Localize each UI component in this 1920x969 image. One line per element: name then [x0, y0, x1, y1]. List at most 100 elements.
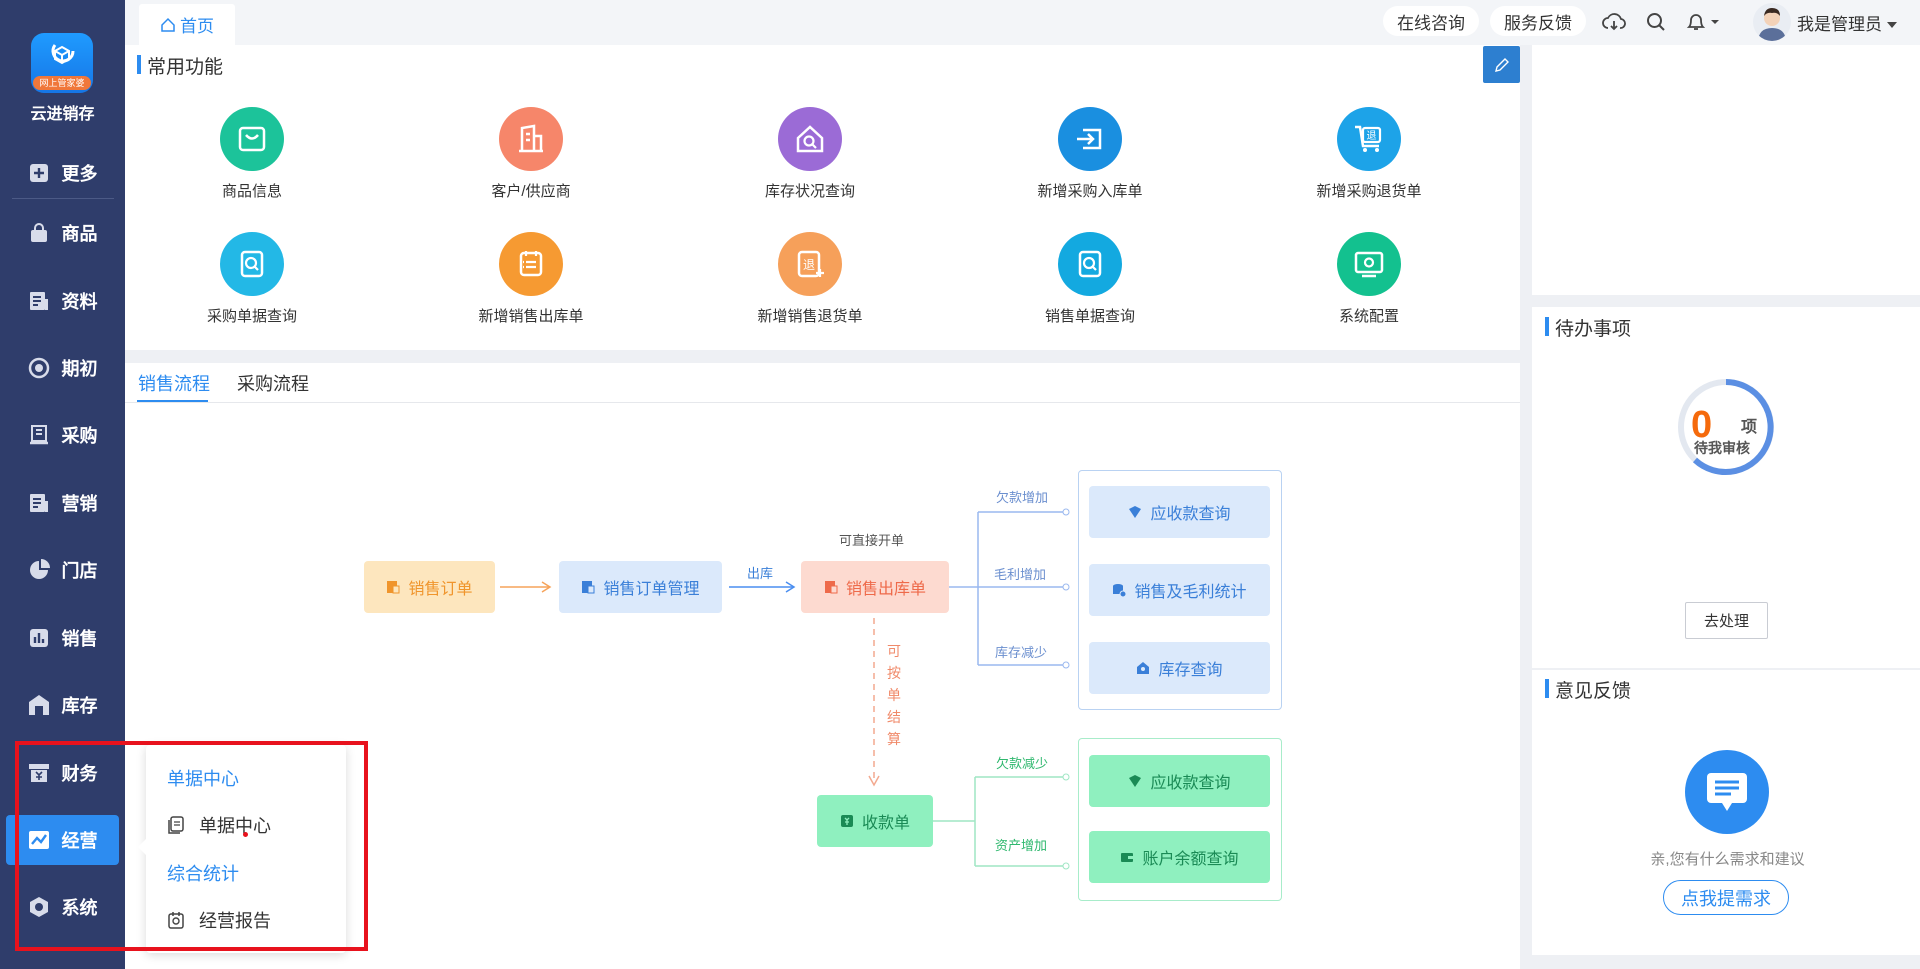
hexagon-icon: [28, 896, 50, 918]
chat-icon: [1685, 750, 1769, 834]
flow-label-debt-up: 欠款增加: [996, 490, 1049, 505]
flow-node-label: 账户余额查询: [1142, 851, 1239, 868]
trend-icon: [28, 829, 50, 851]
house-icon: [1137, 662, 1150, 674]
flow-label-debt-down: 欠款减少: [996, 756, 1049, 771]
section-title-todo: 待办事项: [1545, 314, 1631, 341]
sidebar-item-sales[interactable]: 销售: [6, 613, 119, 663]
flow-node-label: 库存查询: [1158, 662, 1223, 679]
document-icon: [28, 290, 50, 312]
logo-cube-icon: [51, 44, 75, 65]
online-consult-button[interactable]: 在线咨询: [1383, 6, 1479, 36]
sidebar-item-label: 销售: [61, 629, 98, 649]
sidebar-item-label: 系统: [61, 898, 98, 918]
sidebar-item-operation[interactable]: 经营: [6, 815, 119, 865]
home-icon: [161, 17, 175, 32]
func-item-goods-info[interactable]: 商品信息: [152, 107, 352, 201]
sidebar-item-label: 资料: [61, 292, 98, 312]
flow-node-stock-query[interactable]: 库存查询: [1089, 642, 1270, 694]
cart-return-icon: 退: [1337, 107, 1401, 171]
notification-bell-icon[interactable]: [1683, 9, 1723, 35]
receipt-icon: [840, 815, 853, 827]
flow-node-order-mgmt[interactable]: 销售订单管理: [559, 561, 722, 613]
flow-node-ar-query-2[interactable]: 应收款查询: [1089, 755, 1270, 807]
sidebar-item-inventory[interactable]: 库存: [6, 680, 119, 730]
doc-list-icon: [499, 232, 563, 296]
submit-request-button[interactable]: 点我提需求: [1663, 880, 1789, 915]
doc-icon: [582, 581, 595, 594]
flow-node-sales-profit[interactable]: 销售及毛利统计: [1089, 564, 1270, 616]
tab-home[interactable]: 首页: [139, 4, 235, 45]
plus-square-icon: [28, 162, 50, 184]
sidebar-item-data[interactable]: 资料: [6, 276, 119, 326]
sidebar-item-purchase[interactable]: 采购: [6, 410, 119, 460]
submenu-item-label: 经营报告: [199, 911, 271, 931]
func-label: 客户/供应商: [491, 183, 571, 200]
flow-node-ar-query[interactable]: 应收款查询: [1089, 486, 1270, 538]
app-logo[interactable]: 网上管家婆: [31, 33, 93, 93]
func-item-new-sales-out[interactable]: 新增销售出库单: [431, 232, 631, 326]
flow-node-balance-query[interactable]: 账户余额查询: [1089, 831, 1270, 883]
submenu-item-label: 单据中心: [199, 816, 271, 836]
func-item-new-purchase-return[interactable]: 退新增采购退货单: [1269, 107, 1469, 201]
warehouse-icon: [28, 694, 50, 716]
sidebar-item-label: 采购: [61, 426, 98, 446]
money-icon: [1129, 775, 1142, 787]
common-functions-panel: [125, 45, 1520, 350]
flow-node-label: 销售出库单: [845, 581, 926, 598]
flow-group-receipt-results: [1078, 738, 1282, 901]
sidebar-item-more[interactable]: 更多: [6, 148, 119, 198]
sidebar-item-opening[interactable]: 期初: [6, 343, 119, 393]
tab-purchase-flow[interactable]: 采购流程: [237, 374, 309, 394]
wallet-icon: [1121, 853, 1134, 862]
sidebar-item-label: 门店: [61, 561, 98, 581]
func-item-customer-supplier[interactable]: 客户/供应商: [431, 107, 631, 201]
import-icon: [1058, 107, 1122, 171]
func-item-new-sales-return[interactable]: 退新增销售退货单: [710, 232, 910, 326]
func-item-stock-status[interactable]: 库存状况查询: [710, 107, 910, 201]
tab-sales-flow[interactable]: 销售流程: [138, 374, 210, 394]
sidebar-item-finance[interactable]: 财务: [6, 748, 119, 798]
submenu-item-report[interactable]: 经营报告: [167, 907, 271, 933]
username-dropdown[interactable]: 我是管理员: [1797, 10, 1897, 35]
sidebar-item-store[interactable]: 门店: [6, 545, 119, 595]
func-item-sales-query[interactable]: 销售单据查询: [990, 232, 1190, 326]
func-item-new-purchase-in[interactable]: 新增采购入库单: [990, 107, 1190, 201]
go-process-button[interactable]: 去处理: [1685, 602, 1768, 639]
flow-node-receipt[interactable]: 收款单: [817, 795, 933, 847]
bag-icon: [28, 222, 50, 244]
sidebar-item-goods[interactable]: 商品: [6, 208, 119, 258]
svg-text:退: 退: [803, 258, 815, 272]
sidebar-item-label: 库存: [61, 696, 98, 716]
func-item-system-config[interactable]: 系统配置: [1269, 232, 1469, 326]
return-doc-icon: 退: [778, 232, 842, 296]
func-label: 采购单据查询: [206, 308, 297, 325]
search-icon[interactable]: [1643, 9, 1669, 35]
flow-node-sales-order[interactable]: 销售订单: [364, 561, 495, 613]
func-label: 系统配置: [1338, 308, 1399, 325]
username-label: 我是管理员: [1797, 15, 1882, 34]
sidebar-item-system[interactable]: 系统: [6, 882, 119, 932]
todo-subtitle: 待我审核: [1694, 440, 1750, 456]
flow-label-settle: 可按单结算: [887, 643, 901, 747]
pencil-icon: [1494, 57, 1509, 72]
sidebar-item-marketing[interactable]: 营销: [6, 478, 119, 528]
submenu-group-doc-center: 单据中心: [167, 769, 239, 789]
flow-node-outbound[interactable]: 销售出库单: [801, 561, 949, 613]
search-doc-icon: [220, 232, 284, 296]
flow-divider: [125, 402, 1520, 403]
search-doc-icon: [1058, 232, 1122, 296]
flow-label-asset-up: 资产增加: [995, 838, 1048, 853]
service-feedback-button[interactable]: 服务反馈: [1490, 6, 1586, 36]
submenu-item-doc-center[interactable]: 单据中心: [167, 812, 271, 838]
flow-label-out: 出库: [747, 566, 774, 581]
sidebar-item-label: 经营: [61, 831, 98, 851]
house-search-icon: [778, 107, 842, 171]
avatar[interactable]: [1753, 3, 1791, 41]
func-item-purchase-query[interactable]: 采购单据查询: [152, 232, 352, 326]
database-icon: [1113, 584, 1127, 597]
edit-button[interactable]: [1483, 46, 1520, 83]
sidebar-divider: [12, 198, 114, 199]
target-icon: [28, 357, 50, 379]
cloud-download-icon[interactable]: [1601, 9, 1627, 35]
